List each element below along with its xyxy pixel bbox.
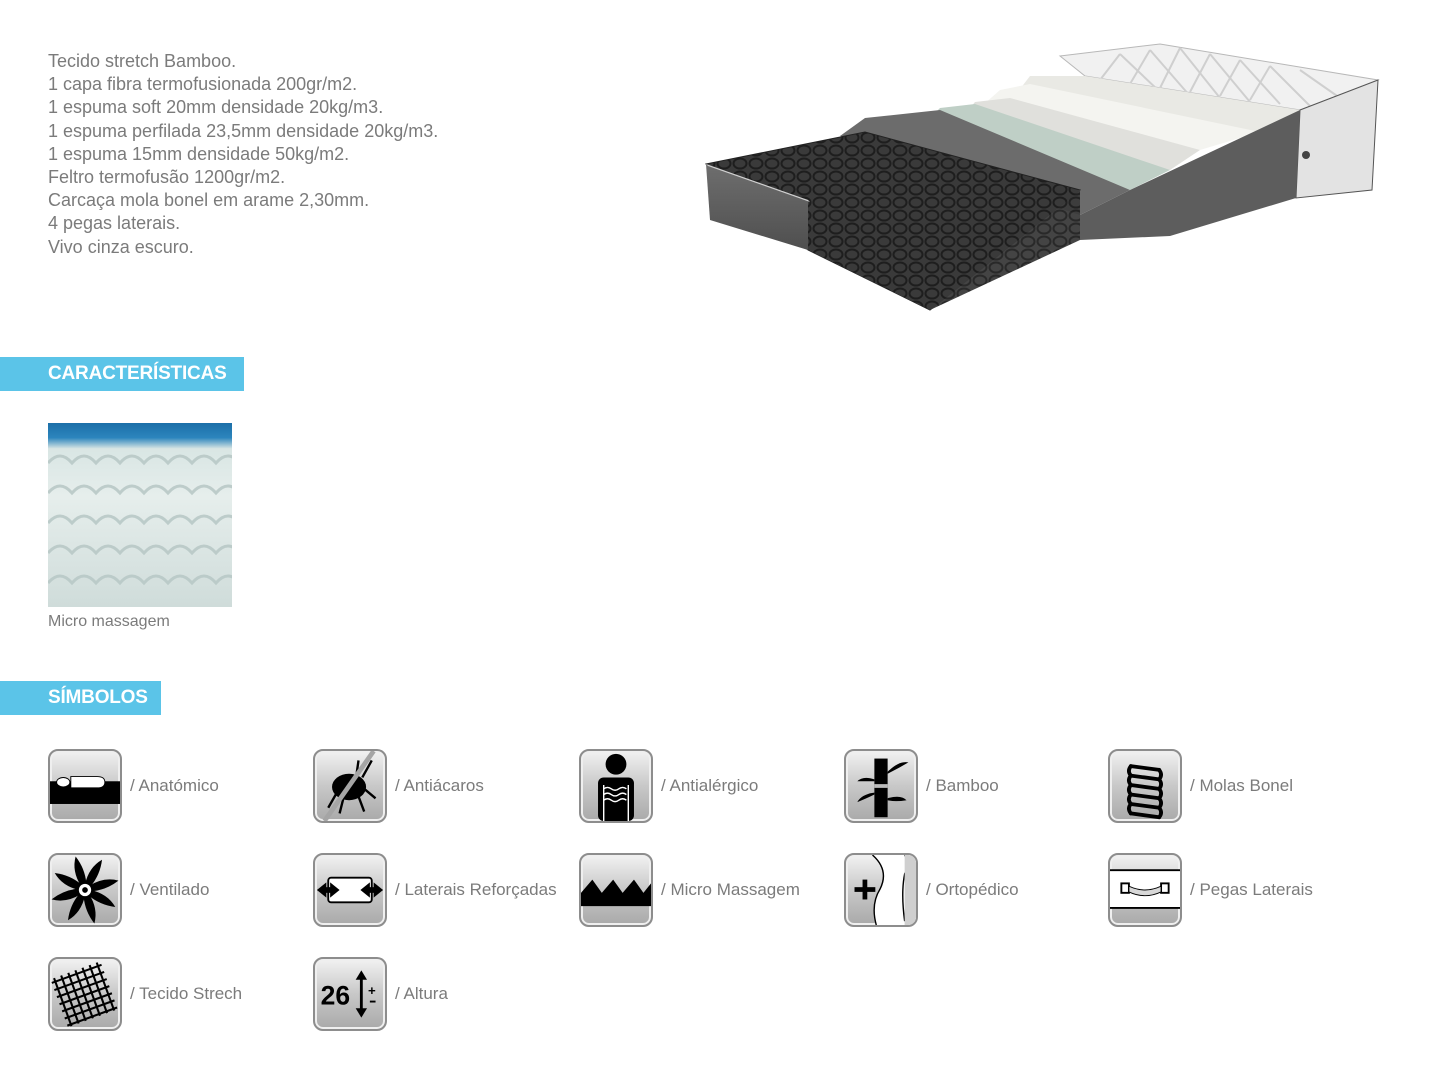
section-header-caracteristicas: CARACTERÍSTICAS (0, 357, 244, 391)
section-header-simbolos: SÍMBOLOS (0, 681, 161, 715)
symbol-molas-bonel: / Molas Bonel (1108, 749, 1293, 823)
spec-item: 1 espuma 15mm densidade 50kg/m2. (48, 143, 350, 164)
stretch-fabric-icon (48, 957, 122, 1031)
symbol-tecido-strech: / Tecido Strech (48, 957, 242, 1031)
svg-text:+: + (368, 983, 376, 998)
bamboo-icon (844, 749, 918, 823)
symbol-ortopedico: / Ortopédico (844, 853, 1019, 927)
mattress-layers-image (700, 40, 1390, 320)
anti-allergic-icon (579, 749, 653, 823)
symbol-ventilado: / Ventilado (48, 853, 209, 927)
spec-item: 1 espuma soft 20mm densidade 20kg/m3. (48, 97, 384, 118)
spec-item: 1 espuma perfilada 23,5mm densidade 20kg… (48, 120, 439, 141)
side-handles-icon (1108, 853, 1182, 927)
feature-card: Micro massagem (48, 423, 233, 631)
spec-item: 4 pegas laterais. (48, 213, 181, 234)
spec-item: 1 capa fibra termofusionada 200gr/m2. (48, 74, 358, 95)
micro-massage-foam-photo (48, 423, 232, 607)
feature-caption: Micro massagem (48, 613, 170, 630)
ventilated-fan-icon (48, 853, 122, 927)
spec-item: Tecido stretch Bamboo. (48, 51, 237, 71)
svg-text:26: 26 (321, 980, 350, 1010)
symbol-antiacaros: / Antiácaros (313, 749, 484, 823)
height-icon: 26 + (313, 957, 387, 1031)
symbol-antialergico: / Antialérgico (579, 749, 758, 823)
specifications-list: Tecido stretch Bamboo. 1 capa fibra term… (48, 50, 438, 259)
anatomic-icon (48, 749, 122, 823)
symbol-micro-massagem: / Micro Massagem (579, 853, 800, 927)
symbol-laterais-reforcadas: / Laterais Reforçadas (313, 853, 557, 927)
symbol-anatomico: / Anatómico (48, 749, 219, 823)
micro-massage-icon (579, 853, 653, 927)
spec-item: Carcaça mola bonel em arame 2,30mm. (48, 190, 370, 211)
anti-mite-icon (313, 749, 387, 823)
spec-item: Vivo cinza escuro. (48, 236, 194, 257)
symbol-bamboo: / Bamboo (844, 749, 999, 823)
symbol-altura: 26+ / Altura (313, 957, 448, 1031)
bonnell-springs-icon (1108, 749, 1182, 823)
reinforced-sides-icon (313, 853, 387, 927)
spec-item: Feltro termofusão 1200gr/m2. (48, 167, 286, 188)
symbol-pegas-laterais: / Pegas Laterais (1108, 853, 1313, 927)
orthopedic-icon (844, 853, 918, 927)
